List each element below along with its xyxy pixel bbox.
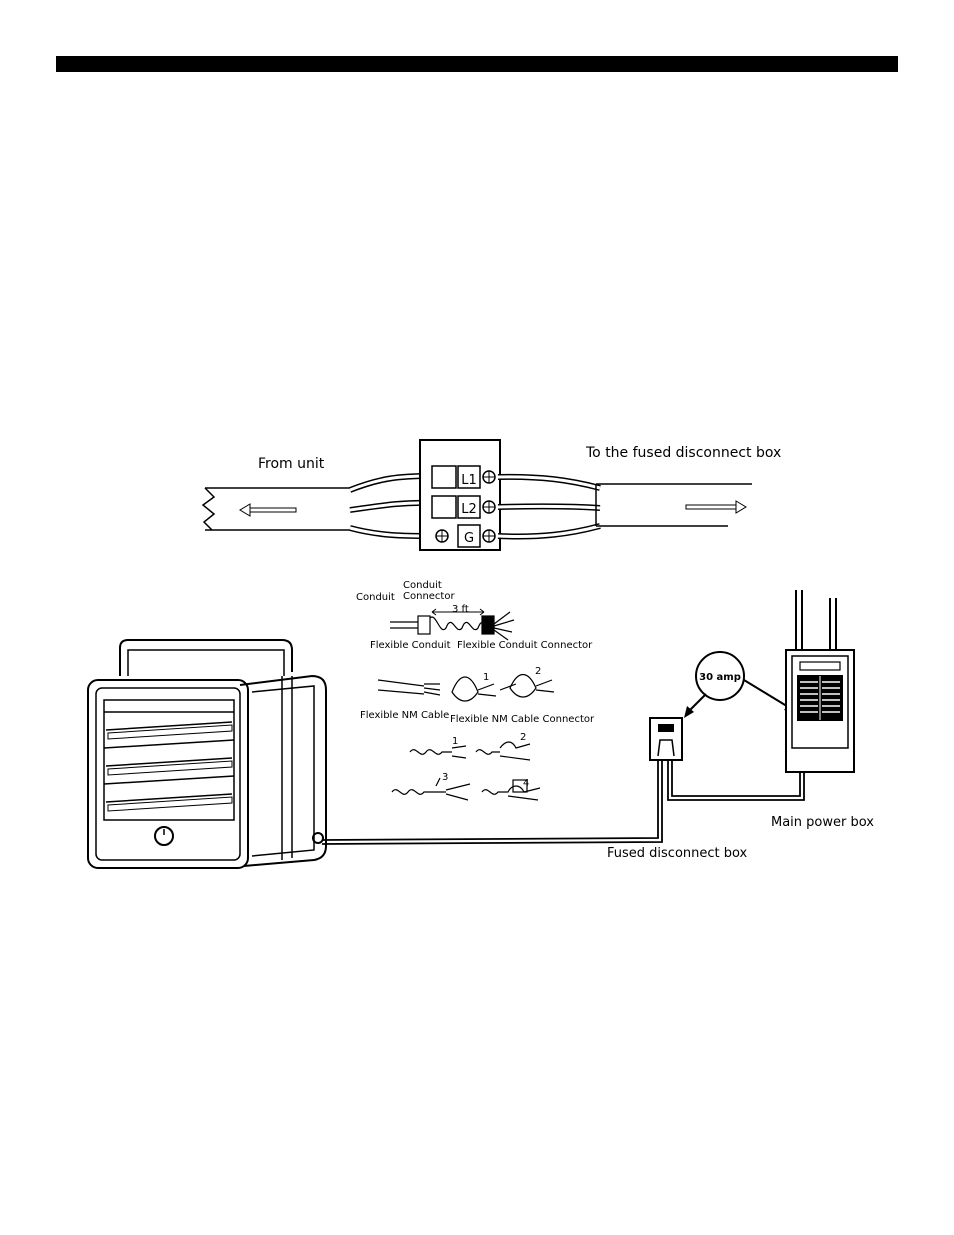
step-2: 2 [520,732,526,743]
supply-cable [322,758,662,844]
fused-disconnect-box [650,718,682,760]
feed-cable [668,760,804,800]
nm-step-2: 2 [535,666,541,677]
terminal-block-diagram: L1 L2 G From unit To the fused disconnec… [203,440,781,550]
step-3: 3 [442,772,448,783]
step-4: 4 [523,778,529,789]
main-power-box [786,590,854,772]
nm-cable-detail [378,675,554,702]
terminal-label-l1: L1 [461,473,477,488]
conduit-connector-label-1: Conduit [403,580,442,591]
installation-diagram: 30 amp Conduit Conduit [88,580,874,868]
terminal-label-g: G [464,531,474,546]
arrow-left-icon [240,504,296,516]
flexible-conduit-connector-label: Flexible Conduit Connector [457,640,593,651]
flexible-conduit-label: Flexible Conduit [370,640,451,651]
terminal-label-l2: L2 [461,502,477,517]
to-disconnect-label: To the fused disconnect box [585,445,781,461]
flexible-nm-cable-label: Flexible NM Cable [360,710,449,721]
cable-break-left [203,488,214,530]
from-unit-label: From unit [258,456,325,472]
breaker-callout: 30 amp [684,652,796,718]
conduit-connector-label-2: Connector [403,591,455,602]
arrow-right-icon [686,501,746,513]
connector-steps-detail [392,742,540,800]
length-label: 3 ft [452,604,469,615]
breaker-rating-label: 30 amp [699,672,741,683]
step-1: 1 [452,736,458,747]
flexible-nm-cable-connector-label: Flexible NM Cable Connector [450,714,595,725]
heater-unit [88,640,326,868]
conduit-label: Conduit [356,592,395,603]
fused-disconnect-box-label: Fused disconnect box [607,846,748,861]
nm-step-1: 1 [483,672,489,683]
main-power-box-label: Main power box [771,815,874,830]
